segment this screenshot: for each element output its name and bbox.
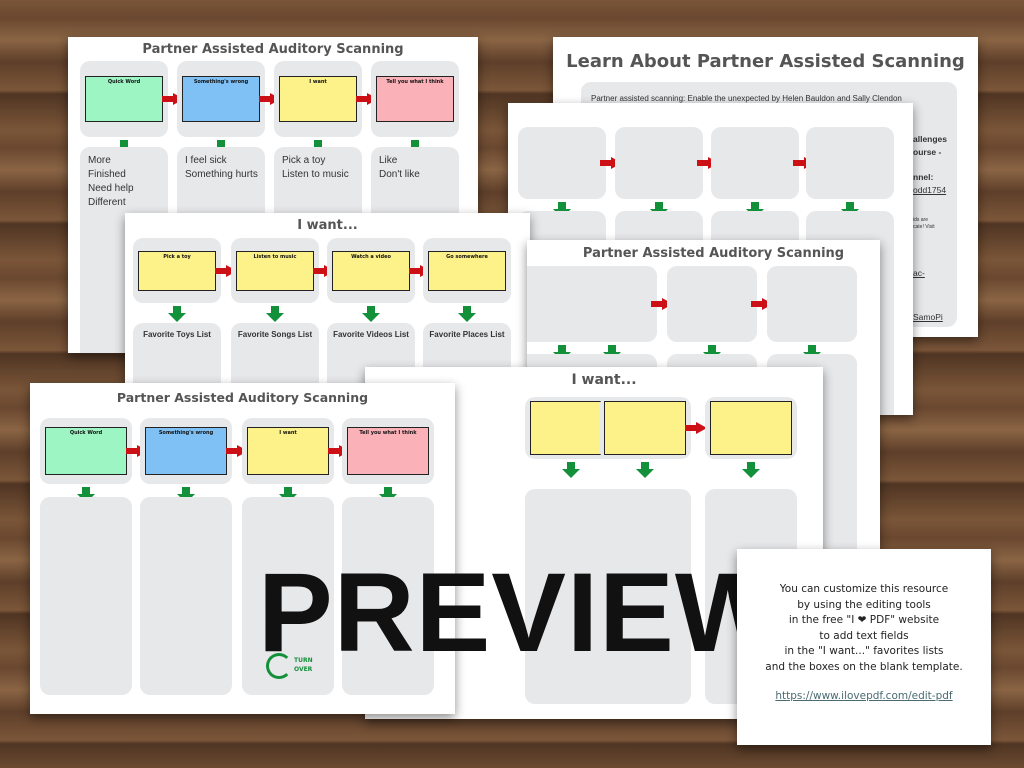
symbol-image: Tell you what I think (376, 76, 454, 122)
symbol-card (667, 266, 757, 342)
symbol-card (806, 127, 894, 199)
symbol-card (567, 266, 657, 342)
reference-link[interactable]: ac- (913, 268, 925, 278)
reference-text: ourse - (913, 147, 942, 157)
note-line: You can customize this resource (779, 583, 949, 595)
list-item: Pick a toy (282, 155, 326, 166)
reference-text: ids are (913, 217, 929, 223)
symbol-label: Something's wrong (158, 430, 214, 436)
page-title: Learn About Partner Assisted Scanning (566, 51, 965, 72)
list-item: Favorite Videos List (333, 330, 409, 339)
note-line: and the boxes on the blank template. (765, 660, 963, 673)
turn-over-icon (266, 653, 292, 679)
symbol-image (604, 401, 686, 455)
symbol-label: Go somewhere (446, 253, 488, 260)
list-item: Favorite Places List (429, 330, 505, 339)
note-line: in the "I want..." favorites lists (784, 645, 944, 657)
list-panel (40, 497, 132, 695)
list-item: Favorite Toys List (143, 330, 211, 339)
symbol-label: Watch a video (351, 253, 391, 260)
turn-over-label: TURN OVER (294, 657, 313, 673)
list-panel (140, 497, 232, 695)
reference-link[interactable]: SamoPi (913, 312, 943, 322)
list-panel (599, 489, 691, 704)
reference-line: Partner assisted scanning: Enable the un… (591, 94, 902, 103)
reference-text: allenges (913, 134, 948, 144)
symbol-image: Something's wrong (182, 76, 260, 122)
symbol-label: Listen to music (253, 253, 297, 260)
symbol-card (615, 127, 703, 199)
symbol-image: Listen to music (236, 250, 314, 291)
list-item: Like (379, 155, 398, 166)
down-arrow-icon (562, 462, 580, 478)
symbol-label: Something's wrong (193, 79, 249, 85)
list-item: I feel sick (185, 155, 227, 166)
down-arrow-icon (458, 306, 476, 322)
reference-link[interactable]: odd1754 (913, 185, 947, 195)
list-panel (342, 497, 434, 695)
note-line: to add text fields (819, 629, 909, 642)
page-title: I want... (297, 218, 358, 233)
list-item: Something hurts (185, 169, 258, 180)
reference-text: nnel: (913, 172, 934, 182)
symbol-card (711, 127, 799, 199)
list-item: More (88, 155, 111, 166)
list-item: Different (88, 197, 126, 208)
right-arrow-icon (685, 422, 707, 434)
symbol-image: Go somewhere (428, 250, 506, 291)
symbol-label: Quick Word (107, 79, 141, 85)
list-item: Finished (88, 169, 126, 180)
list-item: Need help (88, 183, 134, 194)
down-arrow-icon (636, 462, 654, 478)
note-line: in the free "I ❤ PDF" website (788, 614, 940, 626)
symbol-image: Quick Word (45, 427, 127, 475)
down-arrow-icon (266, 306, 284, 322)
symbol-image: Something's wrong (145, 427, 227, 475)
symbol-image: Pick a toy (138, 250, 216, 291)
customize-note: You can customize this resource by using… (737, 549, 991, 745)
symbol-image: I want (247, 427, 329, 475)
down-arrow-icon (362, 306, 380, 322)
symbol-image: Watch a video (332, 250, 410, 291)
symbol-card (518, 127, 606, 199)
list-item: Favorite Songs List (237, 330, 313, 339)
list-item: Listen to music (282, 169, 349, 180)
symbol-label: Tell you what I think (359, 430, 417, 436)
note-line: by using the editing tools (797, 598, 931, 611)
down-arrow-icon (742, 462, 760, 478)
symbol-label: Pick a toy (163, 253, 191, 260)
page-title: Partner Assisted Auditory Scanning (116, 390, 369, 405)
list-item: Don't like (379, 169, 420, 180)
page-title: Partner Assisted Auditory Scanning (582, 246, 845, 261)
symbol-image: Quick Word (85, 76, 163, 122)
symbol-label: I want (309, 79, 327, 85)
page-title: Partner Assisted Auditory Scanning (142, 42, 404, 57)
page-title: I want... (571, 372, 637, 388)
symbol-card (767, 266, 857, 342)
symbol-label: Quick Word (69, 430, 103, 436)
reference-text: cate! Visit (913, 224, 935, 230)
paas-front-page: Partner Assisted Auditory Scanning TURN … (30, 383, 455, 714)
ilovepdf-link[interactable]: https://www.ilovepdf.com/edit-pdf (775, 690, 953, 702)
down-arrow-icon (168, 306, 186, 322)
symbol-image (710, 401, 792, 455)
symbol-label: Tell you what I think (386, 79, 444, 85)
preview-watermark: PREVIEW (258, 550, 782, 675)
symbol-label: I want (279, 430, 297, 436)
symbol-image: I want (279, 76, 357, 122)
symbol-image: Tell you what I think (347, 427, 429, 475)
